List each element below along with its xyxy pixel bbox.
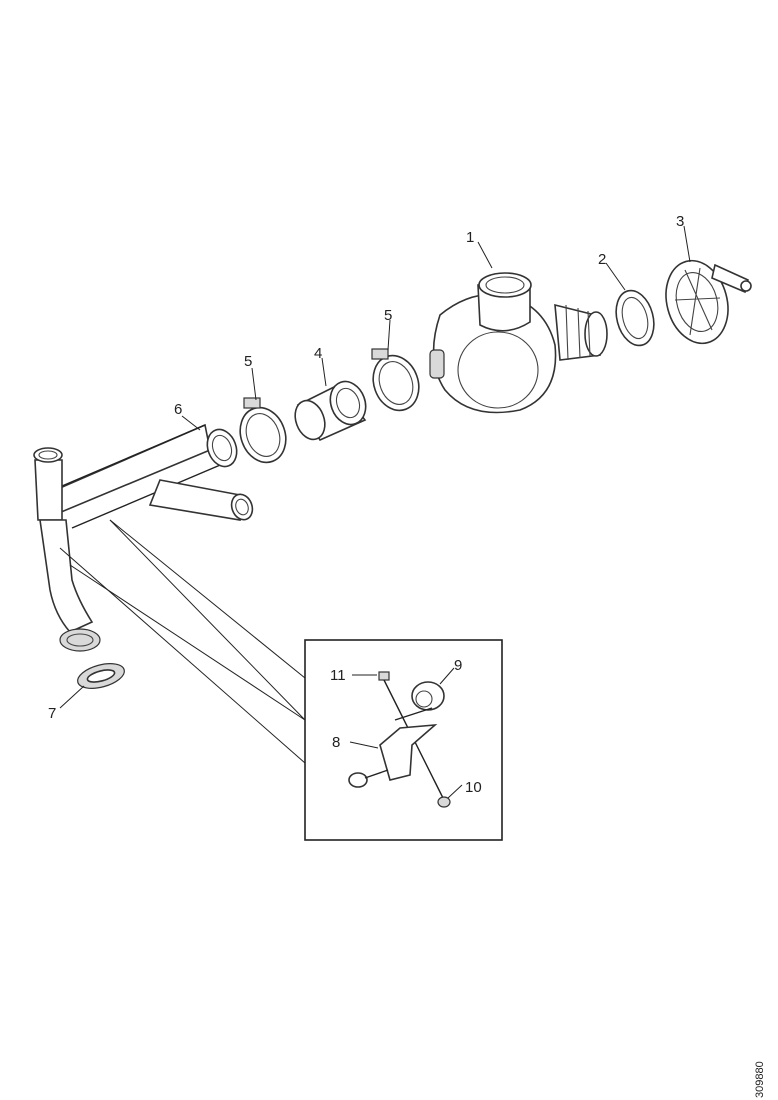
hose-clamp-part-5-left (239, 397, 287, 464)
callout-labels: 1 2 3 4 5 5 6 7 11 9 8 10 (48, 213, 684, 796)
seal-ring-part-2 (615, 289, 655, 347)
callout-8: 8 (332, 734, 340, 751)
gasket-part-7 (77, 663, 125, 689)
callout-2: 2 (598, 251, 606, 268)
callout-6: 6 (174, 401, 182, 418)
detail-inset-box (304, 639, 503, 841)
figure-code-text: 309880 (754, 1061, 766, 1098)
clamp-cushion-part-9 (411, 681, 445, 711)
callout-7: 7 (48, 705, 56, 722)
callout-5-right: 5 (384, 307, 392, 324)
callout-leaders (59, 225, 691, 799)
callout-10: 10 (465, 779, 482, 796)
callout-3: 3 (676, 213, 684, 230)
bracket-part-8 (348, 707, 438, 788)
figure-code: 309880 (752, 1048, 772, 1098)
callout-1: 1 (466, 229, 474, 246)
callout-11: 11 (330, 667, 346, 684)
callout-5-left: 5 (244, 353, 252, 370)
callout-4: 4 (314, 345, 322, 362)
hose-part-4 (294, 380, 367, 442)
detail-leader-lines (59, 519, 306, 764)
bolt-part-10 (437, 796, 451, 808)
hose-clamp-part-5-right (371, 348, 420, 412)
pipe-assembly-part-6 (33, 423, 254, 652)
filler-neck-housing-part-1 (429, 272, 608, 414)
callout-9: 9 (454, 657, 462, 674)
filler-cap-part-3 (665, 259, 752, 345)
